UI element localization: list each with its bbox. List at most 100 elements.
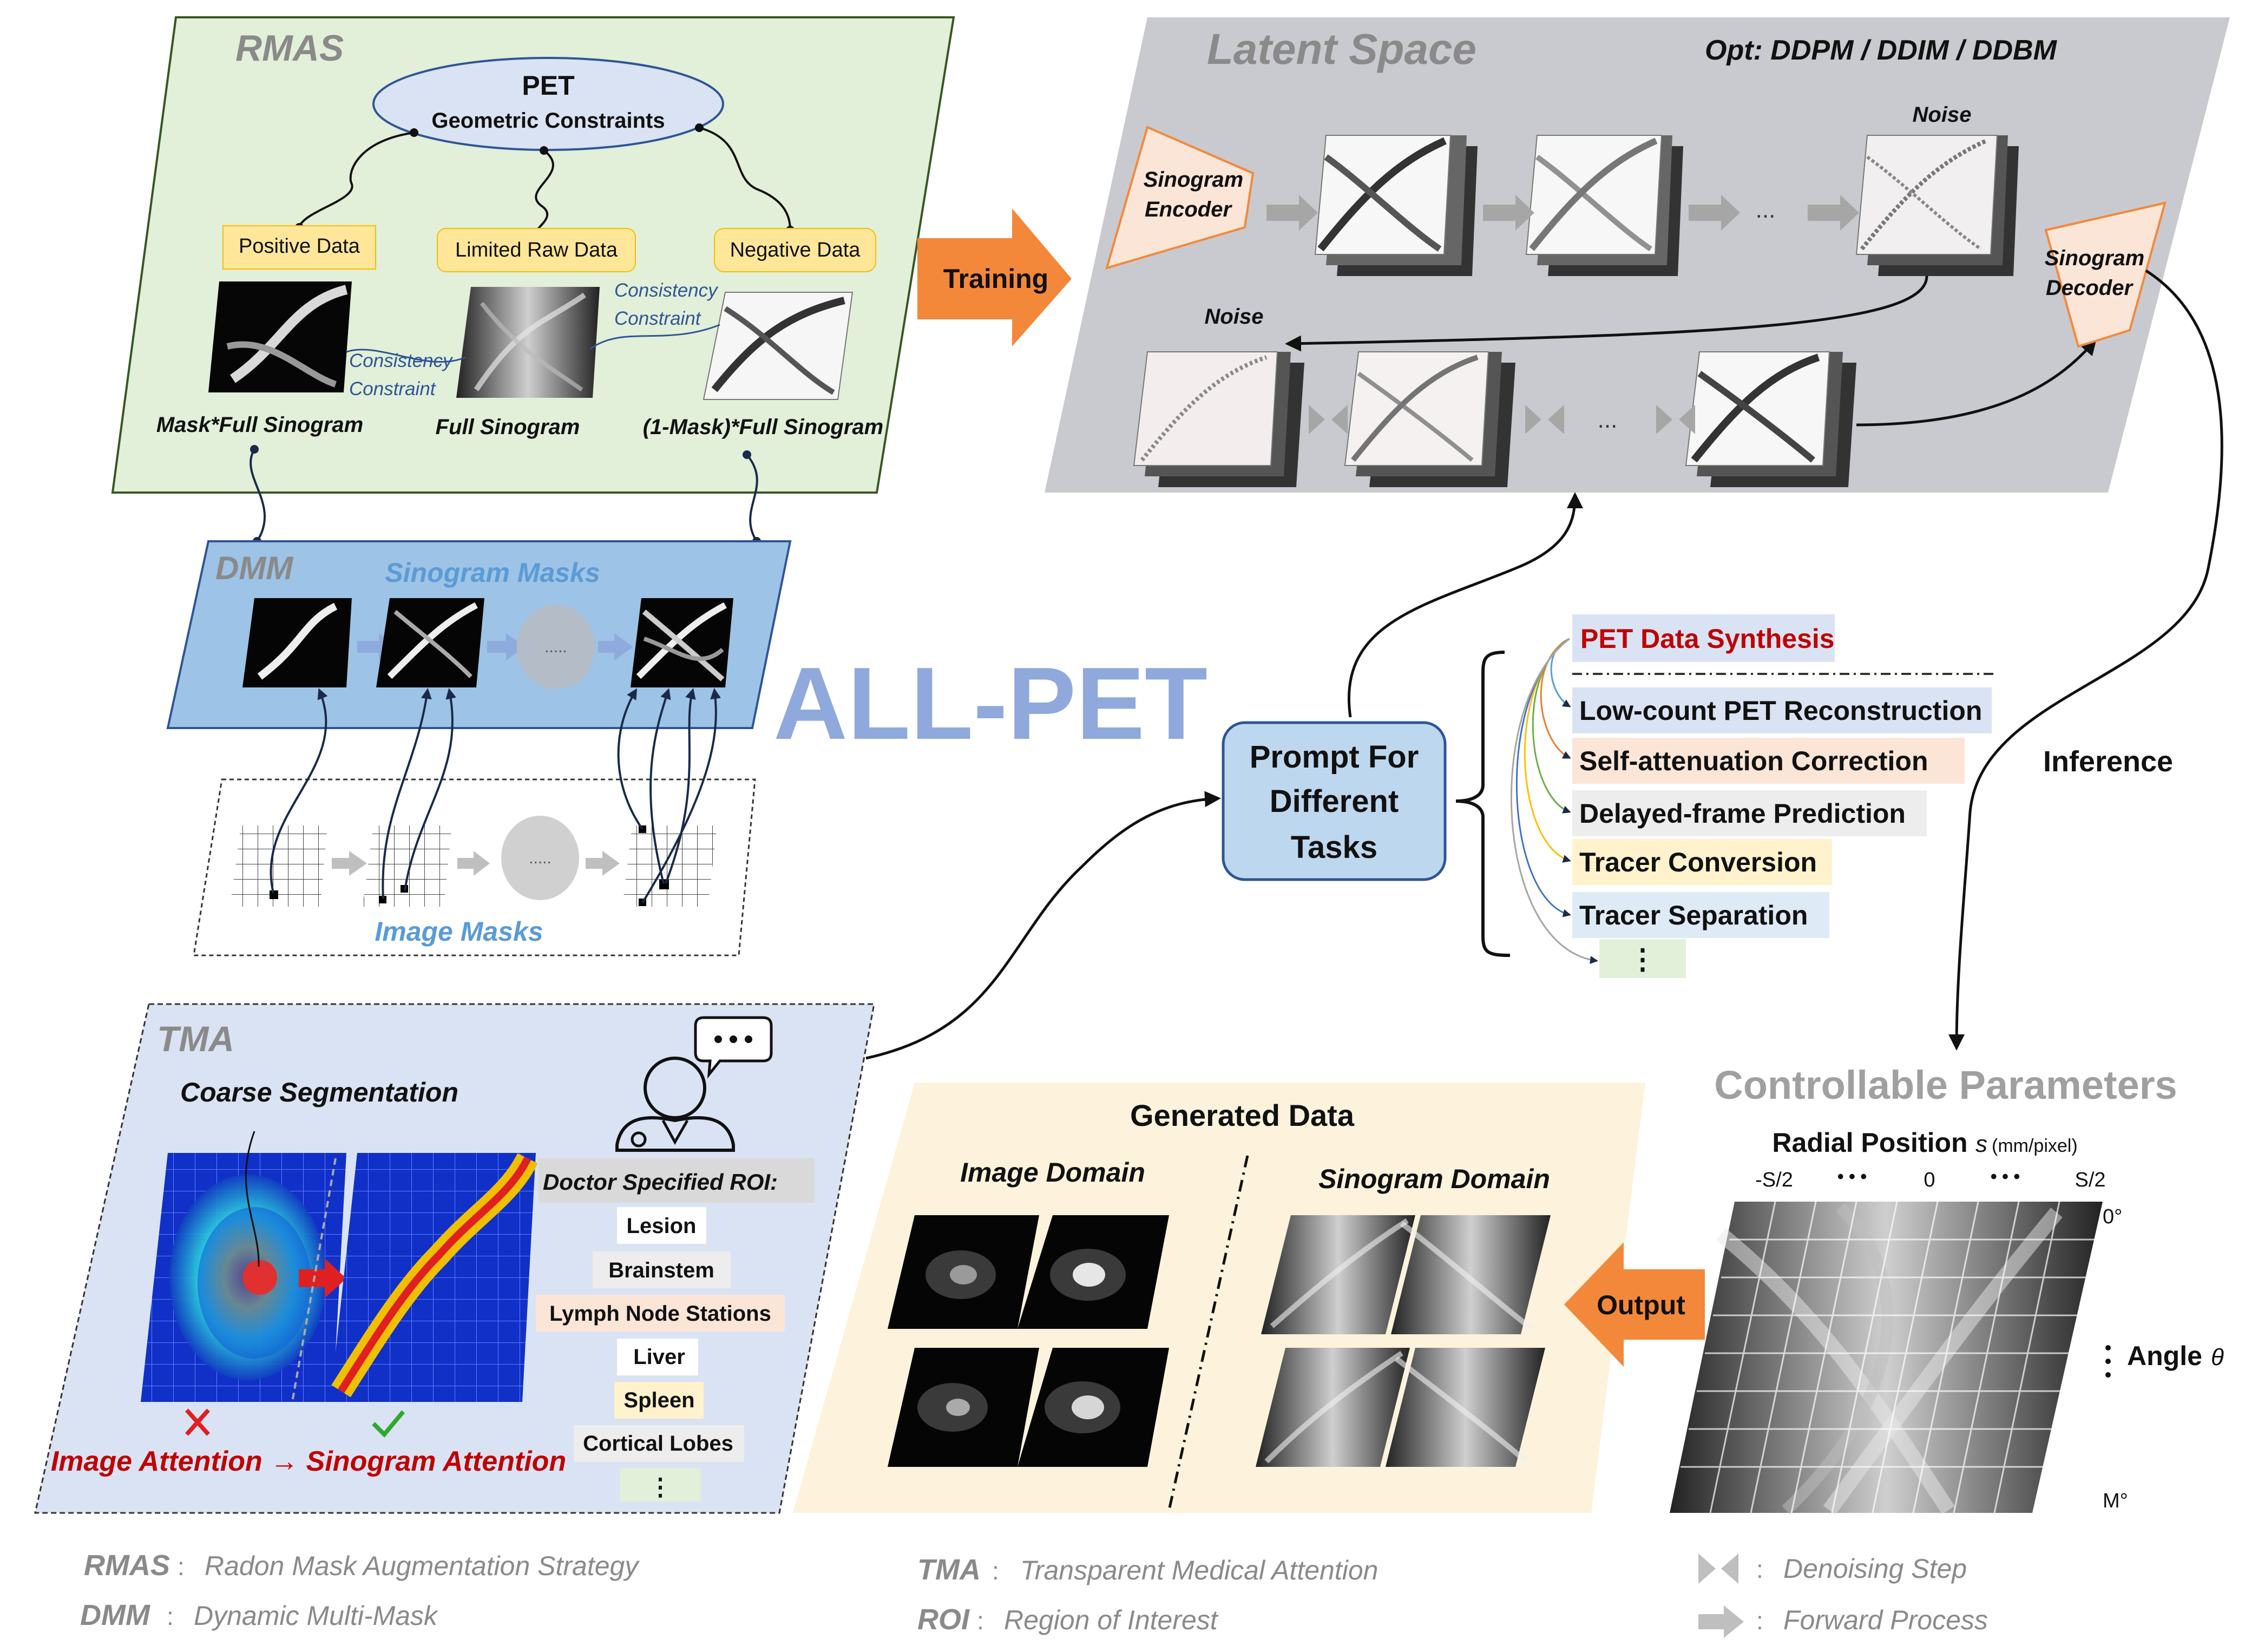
roi-item-1-box[interactable] — [593, 1251, 731, 1288]
encoder-line2: Encoder — [1145, 198, 1232, 221]
legend-roi-abbr: ROI — [917, 1603, 970, 1636]
legend-forward: Forward Process — [1783, 1605, 1988, 1635]
denoising-steps — [1309, 405, 1695, 434]
generated-data-panel: Generated Data Image Domain Sinogram Dom… — [793, 1083, 1645, 1513]
roi-item-4: Spleen — [623, 1388, 694, 1412]
task-item-0-label: Low-count PET Reconstruction — [1579, 696, 1982, 726]
latent-top-stack-1 — [1314, 135, 1478, 276]
legend-denoising-sep: : — [1756, 1555, 1763, 1583]
pet-ellipse — [372, 57, 724, 151]
roi-item-4-box[interactable] — [614, 1382, 704, 1419]
roi-item-0-box[interactable] — [617, 1207, 706, 1244]
latent-space-panel: Latent Space Opt: DDPM / DDIM / DDBM Sin… — [1045, 17, 2230, 493]
angle-bottom-label: M° — [2103, 1490, 2128, 1512]
consistency-right-line1: Consistency — [614, 280, 719, 301]
coarse-segmentation-label: Coarse Segmentation — [180, 1077, 458, 1107]
legend-dmm-full: Dynamic Multi-Mask — [194, 1601, 439, 1631]
legend-denoising: Denoising Step — [1783, 1553, 1967, 1584]
positive-data-label: Positive Data — [239, 235, 360, 258]
negative-data-box — [714, 228, 876, 272]
generated-image-4 — [1018, 1348, 1169, 1467]
inference-arrow — [1948, 269, 2223, 1051]
roi-header: Doctor Specified ROI: — [543, 1169, 778, 1195]
dmm-panel: DMM Sinogram Masks ..... — [166, 540, 792, 729]
task-synthesis-box[interactable] — [1572, 614, 1835, 662]
task-item-0[interactable] — [1572, 687, 1992, 733]
latent-bottom-stack-1 — [1133, 351, 1304, 487]
inverse-masked-sinogram-image — [703, 292, 854, 400]
attention-transfer-arrow — [299, 1258, 346, 1298]
pet-title: PET — [522, 70, 574, 101]
task-item-4[interactable] — [1572, 892, 1829, 938]
latent-bottom-stack-2 — [1344, 351, 1515, 487]
connector-pet-negative — [699, 127, 791, 231]
controllable-title: Controllable Parameters — [1714, 1063, 2177, 1107]
angle-symbol: θ — [2211, 1344, 2224, 1371]
generated-image-3 — [888, 1348, 1039, 1467]
controllable-sinogram — [1670, 1201, 2103, 1515]
image-ellipsis-circle — [501, 816, 579, 900]
roi-more-box — [620, 1468, 701, 1502]
connector-rmas-dmm-left — [250, 448, 266, 542]
connector-rmas-dmm-right — [746, 454, 758, 542]
dmm-ellipsis-circle — [517, 605, 595, 689]
denoising-step-icon — [1698, 1553, 1738, 1584]
dmm-mask-1 — [242, 598, 352, 687]
generated-sinogram-4 — [1386, 1348, 1545, 1467]
task-fan-lines — [1511, 638, 1598, 964]
training-label: Training — [943, 264, 1048, 294]
decoder-line2: Decoder — [2046, 276, 2134, 300]
all-pet-title: ALL-PET — [773, 646, 1207, 761]
image-attention-map — [141, 1131, 346, 1402]
roi-item-5-box[interactable] — [574, 1425, 744, 1462]
tma-panel: TMA Coarse Segmentation Image Attention … — [34, 1003, 875, 1514]
caption-inverse-sinogram: (1-Mask)*Full Sinogram — [643, 415, 884, 439]
prompt-box[interactable]: Prompt For Different Tasks — [1222, 721, 1447, 881]
legend-tma-abbr: TMA — [917, 1553, 981, 1586]
task-list: PET Data Synthesis Low-count PET Reconst… — [1572, 614, 1997, 978]
roi-item-3-box[interactable] — [617, 1339, 698, 1375]
generated-title: Generated Data — [1130, 1098, 1355, 1132]
output-arrow[interactable]: Output — [1564, 1242, 1705, 1367]
image-mask-grid-3 — [622, 825, 717, 907]
prompt-line3: Tasks — [1291, 830, 1377, 865]
legend-forward-sep: : — [1756, 1607, 1763, 1635]
dmm-mask-3 — [631, 598, 733, 687]
output-label: Output — [1597, 1290, 1685, 1320]
tick-4: S/2 — [2075, 1169, 2105, 1191]
rmas-panel: RMAS PET Geometric Constraints Positive … — [111, 16, 955, 494]
latent-top-stack-2 — [1525, 135, 1683, 276]
forward-arrows — [1266, 195, 1859, 231]
generated-image-2 — [1018, 1215, 1169, 1329]
rmas-title: RMAS — [235, 28, 344, 69]
legend-rmas-abbr: RMAS — [84, 1549, 170, 1582]
sinogram-encoder — [1105, 126, 1255, 270]
negative-data-label: Negative Data — [730, 239, 861, 261]
training-arrow[interactable]: Training — [917, 208, 1072, 346]
sinogram-masks-label: Sinogram Masks — [385, 558, 600, 588]
task-item-2[interactable] — [1572, 790, 1927, 836]
masked-sinogram-image — [208, 281, 352, 392]
latent-title: Latent Space — [1207, 25, 1476, 73]
task-item-3[interactable] — [1572, 839, 1832, 885]
consistency-right-line2: Constraint — [614, 308, 701, 329]
cross-icon — [185, 1408, 210, 1436]
legend: RMAS : Radon Mask Augmentation Strategy … — [80, 1549, 1988, 1638]
tma-title: TMA — [157, 1019, 234, 1059]
prompt-line2: Different — [1270, 784, 1399, 819]
latent-top-ellipsis: ... — [1756, 196, 1776, 223]
latent-opt: Opt: DDPM / DDIM / DDBM — [1705, 35, 2058, 66]
task-item-4-label: Tracer Separation — [1579, 900, 1808, 930]
latent-bottom-ellipsis: ... — [1598, 407, 1618, 433]
image-mask-grid-2 — [363, 825, 452, 907]
sinogram-attention-map — [330, 1153, 538, 1402]
encoder-line1: Sinogram — [1144, 168, 1243, 192]
angle-top-label: 0° — [2103, 1205, 2122, 1228]
generated-sinogram-1 — [1261, 1215, 1415, 1334]
dmm-ellipsis: ..... — [544, 638, 567, 656]
task-more: ⋮ — [1629, 944, 1657, 975]
roi-header-box — [539, 1158, 815, 1203]
roi-item-2-box[interactable] — [536, 1295, 785, 1332]
task-item-1[interactable] — [1572, 738, 1965, 784]
angle-label: Angle — [2127, 1341, 2202, 1371]
